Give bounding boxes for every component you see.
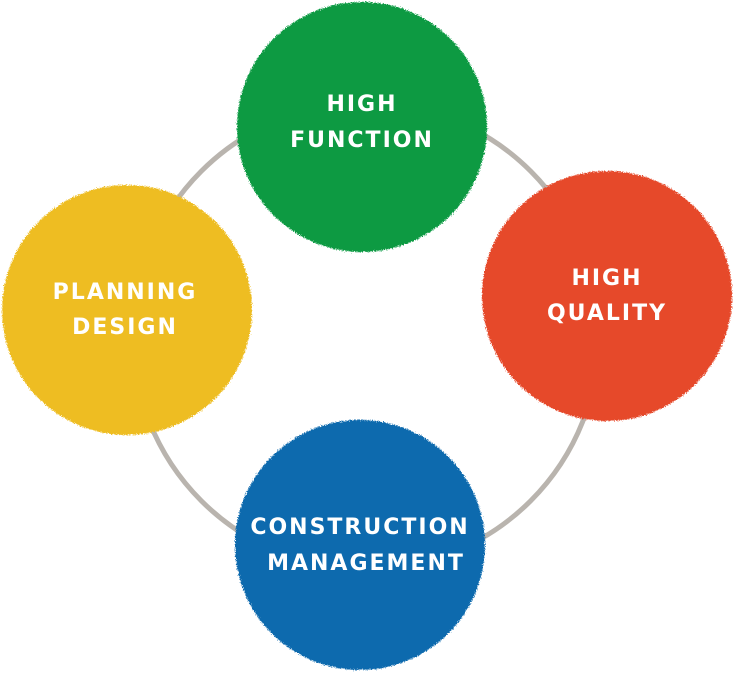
node-circle-high-quality xyxy=(482,171,732,421)
node-circle-construction-management xyxy=(235,420,485,670)
node-high-function: HIGH FUNCTION xyxy=(237,2,487,252)
node-construction-management: CONSTRUCTION MANAGEMENT xyxy=(235,420,485,670)
node-circle-high-function xyxy=(237,2,487,252)
node-circle-planning-design xyxy=(2,185,252,435)
node-label-high-quality-line2: QUALITY xyxy=(547,301,667,326)
node-label-construction-management-line2: MANAGEMENT xyxy=(267,551,465,576)
node-label-high-function-line2: FUNCTION xyxy=(290,128,434,153)
node-planning-design: PLANNING DESIGN xyxy=(2,185,252,435)
node-label-planning-design-line2: DESIGN xyxy=(72,315,178,340)
node-label-construction-management-line1: CONSTRUCTION xyxy=(250,515,469,540)
node-label-high-function-line1: HIGH xyxy=(326,92,397,117)
node-label-planning-design-line1: PLANNING xyxy=(53,280,198,305)
node-high-quality: HIGH QUALITY xyxy=(482,171,732,421)
node-label-high-quality-line1: HIGH xyxy=(571,266,642,291)
